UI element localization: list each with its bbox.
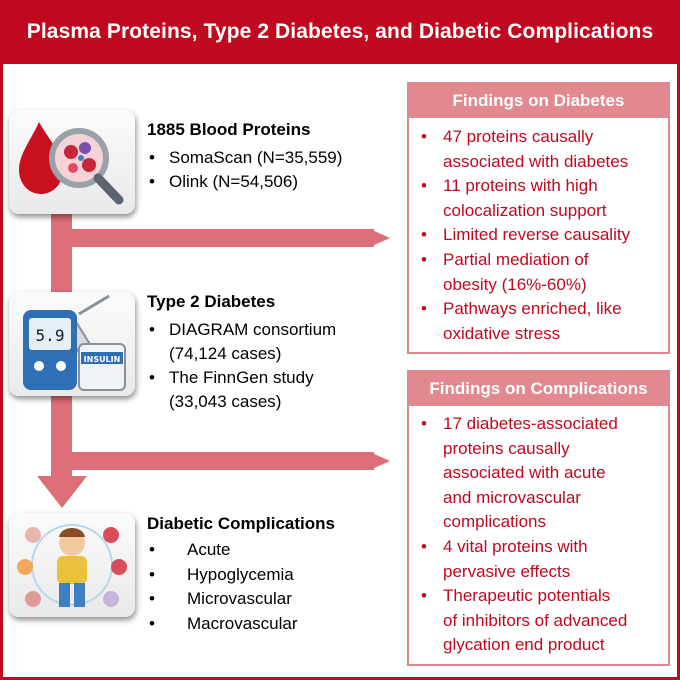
list-item: Macrovascular (147, 612, 298, 637)
list-item: Partial mediation of obesity (16%-60%) (417, 248, 669, 297)
child-complications-icon (17, 524, 127, 607)
complications-list: Acute Hypoglycemia Microvascular Macrova… (147, 538, 298, 636)
flow-line-to-complication-findings (72, 452, 374, 470)
proteins-title: 1885 Blood Proteins (147, 120, 311, 139)
list-item-line: associated with diabetes (443, 151, 629, 171)
list-item: Limited reverse causality (417, 223, 669, 248)
list-item-line: and microvascular (443, 487, 581, 507)
list-item-line: complications (443, 512, 546, 532)
diabetes-title: Type 2 Diabetes (147, 292, 276, 311)
proteins-list: SomaScan (N=35,559) Olink (N=54,506) (147, 146, 342, 194)
list-item-line: 47 proteins causally (443, 127, 594, 146)
blood-proteins-icon-tile (9, 110, 135, 214)
list-item: 17 diabetes-associated proteins causally… (417, 412, 669, 535)
list-item-line: colocalization support (443, 200, 607, 220)
list-item: Pathways enriched, like oxidative stress (417, 297, 669, 346)
list-item-line: 11 proteins with high (443, 176, 598, 196)
list-item-line: Limited reverse causality (443, 225, 631, 245)
list-item: SomaScan (N=35,559) (147, 146, 342, 170)
findings-complications-header: Findings on Complications (409, 372, 668, 406)
complications-icon-tile (9, 513, 135, 617)
list-item-line: (33,043 cases) (169, 392, 282, 411)
list-item: 4 vital proteins with pervasive effects (417, 535, 669, 584)
list-item: 11 proteins with high colocalization sup… (417, 174, 669, 223)
findings-diabetes-header: Findings on Diabetes (409, 84, 668, 118)
blood-drop-magnifier-icon (19, 122, 124, 205)
list-item-line: obesity (16%-60%) (443, 274, 587, 294)
insulin-label: INSULIN (84, 355, 121, 364)
list-item-line: Pathways enriched, like (443, 299, 622, 319)
diabetes-list: DIAGRAM consortium (74,124 cases) The Fi… (147, 318, 336, 414)
list-item: The FinnGen study (33,043 cases) (147, 366, 336, 414)
complications-title: Diabetic Complications (147, 514, 335, 533)
findings-diabetes-box: Findings on Diabetes 47 proteins causall… (407, 82, 670, 354)
meter-reading: 5.9 (36, 326, 65, 345)
list-item: 47 proteins causally associated with dia… (417, 125, 669, 174)
list-item-line: 17 diabetes-associated (443, 414, 618, 433)
list-item: Acute (147, 538, 298, 563)
list-item-line: 4 vital proteins with (443, 536, 588, 556)
list-item-line: Therapeutic potentials (443, 586, 611, 606)
list-item: Therapeutic potentials of inhibitors of … (417, 584, 669, 658)
list-item-line: of inhibitors of advanced (443, 610, 628, 630)
page-title: Plasma Proteins, Type 2 Diabetes, and Di… (0, 0, 680, 64)
findings-diabetes-list: 47 proteins causally associated with dia… (417, 125, 669, 346)
list-item-line: associated with acute (443, 463, 606, 483)
list-item: Hypoglycemia (147, 563, 298, 588)
list-item-line: glycation end product (443, 635, 605, 655)
list-item: Microvascular (147, 587, 298, 612)
diabetes-icon-tile: 5.9 INSULIN (9, 292, 135, 396)
findings-complications-box: Findings on Complications 17 diabetes-as… (407, 370, 670, 666)
list-item: DIAGRAM consortium (74,124 cases) (147, 318, 336, 366)
glucose-meter-icon: 5.9 INSULIN (23, 294, 126, 391)
list-item-line: The FinnGen study (169, 368, 314, 387)
list-item: Olink (N=54,506) (147, 170, 342, 194)
list-item-line: DIAGRAM consortium (169, 320, 337, 339)
list-item-line: pervasive effects (443, 561, 571, 581)
list-item-line: proteins causally (443, 438, 570, 458)
list-item-line: oxidative stress (443, 323, 561, 343)
list-item-line: Partial mediation of (443, 249, 589, 269)
flow-line-to-diabetes-findings (72, 229, 374, 247)
outer-frame (0, 64, 680, 680)
list-item-line: (74,124 cases) (169, 344, 282, 363)
findings-complications-list: 17 diabetes-associated proteins causally… (417, 412, 669, 658)
